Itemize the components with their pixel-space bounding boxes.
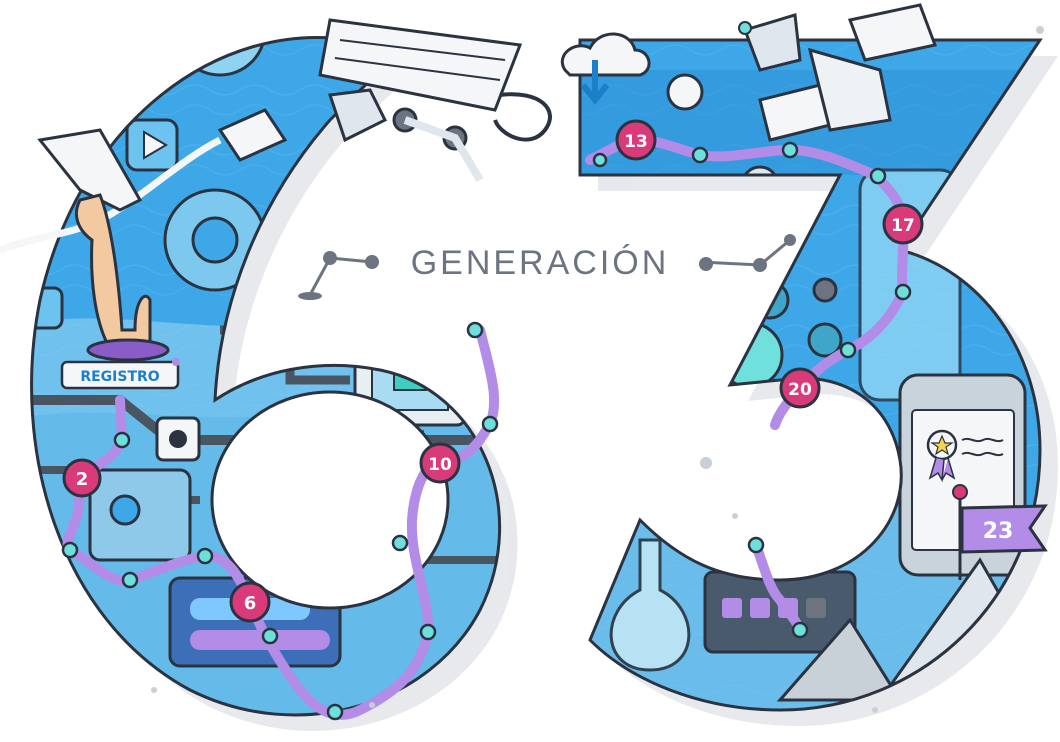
milestone-10: 10 — [419, 442, 461, 484]
milestone-23-flag: 23 — [952, 484, 1048, 580]
milestone-2: 2 — [62, 458, 102, 498]
milestone-17-label: 17 — [891, 216, 915, 236]
certificate-icon — [926, 429, 1004, 483]
milestone-20: 20 — [779, 367, 821, 409]
satellite-icon — [738, 3, 938, 142]
digit-six-outline — [30, 35, 502, 717]
milestone-6-label: 6 — [244, 593, 257, 614]
milestone-20-label: 20 — [788, 380, 812, 400]
heading-generacion: GENERACIÓN — [411, 244, 670, 282]
keyboard-icon — [318, 18, 552, 142]
milestone-13: 13 — [615, 119, 657, 161]
milestone-6: 6 — [229, 581, 271, 623]
path-nodes — [61, 141, 912, 721]
registro-label: REGISTRO — [80, 369, 159, 385]
milestone-10-label: 10 — [428, 455, 452, 475]
robot-claw-icon — [327, 88, 484, 183]
pointing-hand-icon — [37, 128, 170, 362]
journey-path-upper — [585, 134, 909, 430]
heading-connectors — [298, 234, 796, 300]
milestone-17: 17 — [882, 203, 924, 245]
cloud-download-icon — [561, 32, 651, 105]
journey-path-lower — [751, 540, 805, 635]
digit-six-hole — [210, 390, 450, 610]
registro-badge: REGISTRO — [60, 358, 180, 390]
digit-three-outline — [578, 38, 1043, 712]
milestone-2-label: 2 — [76, 469, 89, 490]
milestone-13-label: 13 — [624, 132, 648, 152]
milestone-23-label: 23 — [983, 519, 1014, 544]
decorative-dots — [151, 26, 1044, 713]
